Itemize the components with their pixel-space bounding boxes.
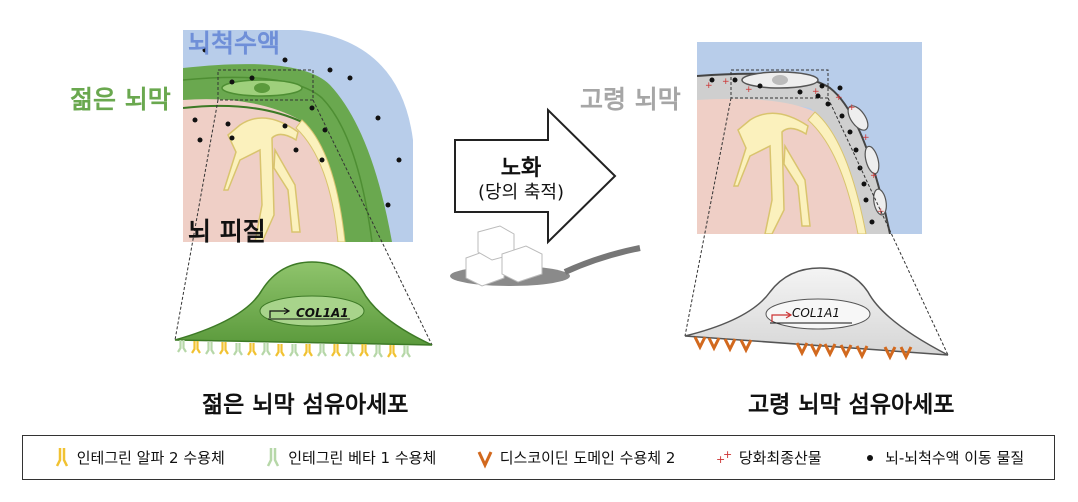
legend-item-transport: 뇌-뇌척수액 이동 물질 [861,446,1024,470]
svg-text:+: + [848,103,856,113]
discoidin-domain-receptor2-icon [477,450,493,469]
csf-brain-transport-molecule-icon [867,454,874,461]
legend-item-integrin-alpha2: 인테그린 알파 2 수용체 [53,446,225,470]
integrin-alpha2-receptor-icon [55,447,68,467]
legend-label: 뇌-뇌척수액 이동 물질 [885,449,1025,467]
legend-label: 인테그린 베타 1 수용체 [288,449,437,467]
legend-item-age: + + 당화최종산물 [715,446,822,470]
svg-text:+: + [723,448,732,461]
aged-transport-dots [709,77,875,225]
young-fibroblast-cell [174,261,433,359]
young-fibroblast-label: 젊은 뇌막 섬유아세포 [202,392,409,418]
legend-label: 당화최종산물 [738,449,822,467]
svg-text:+: + [870,171,878,181]
advanced-glycation-endproduct-icon: + + [716,448,732,466]
aging-arrow [454,107,617,245]
svg-text:+: + [835,93,843,103]
aged-brain-section: +++ +++ +++ [697,42,922,234]
legend-item-integrin-beta1: 인테그린 베타 1 수용체 [264,446,436,470]
svg-text:+: + [812,87,820,97]
svg-text:+: + [722,77,730,87]
aged-nucleus [765,298,871,330]
aging-title: 노화 [500,156,542,181]
aging-subtitle: (당의 축적) [477,182,564,203]
aged-promoter-arrow [771,311,793,322]
young-brain-section [183,30,413,242]
aged-blood-vessel [732,112,811,234]
svg-text:+: + [745,85,753,95]
aged-fibroblast-cell [684,267,949,359]
aged-meninges-label: 고령 뇌막 [580,85,681,114]
zoom-guide-lines [174,97,949,356]
legend-item-ddr2: 디스코이딘 도메인 수용체 2 [476,446,676,470]
young-meninges-label: 젊은 뇌막 [70,85,171,114]
legend: 인테그린 알파 2 수용체 인테그린 베타 1 수용체 디스코이딘 도메인 수용… [22,435,1055,480]
csf-label: 뇌척수액 [188,29,281,58]
young-transport-dots [192,47,402,208]
young-zoom-box [217,69,314,101]
young-gene-label: COL1A1 [296,306,349,320]
aged-zoom-box [730,69,829,99]
svg-text:+: + [705,81,713,91]
young-promoter-arrow [269,307,291,318]
integrin-beta1-receptor-icon [267,447,280,467]
aged-fibroblast-label: 고령 뇌막 섬유아세포 [748,392,955,418]
legend-label: 인테그린 알파 2 수용체 [76,449,225,467]
legend-label: 디스코이딘 도메인 수용체 2 [499,449,676,467]
aged-gene-label: COL1A1 [792,306,840,320]
svg-text:+: + [716,453,725,466]
sugar-spoon-illustration [450,225,641,287]
cortex-label: 뇌 피질 [188,217,266,246]
svg-text:+: + [862,133,870,143]
young-blood-vessel [222,117,301,242]
